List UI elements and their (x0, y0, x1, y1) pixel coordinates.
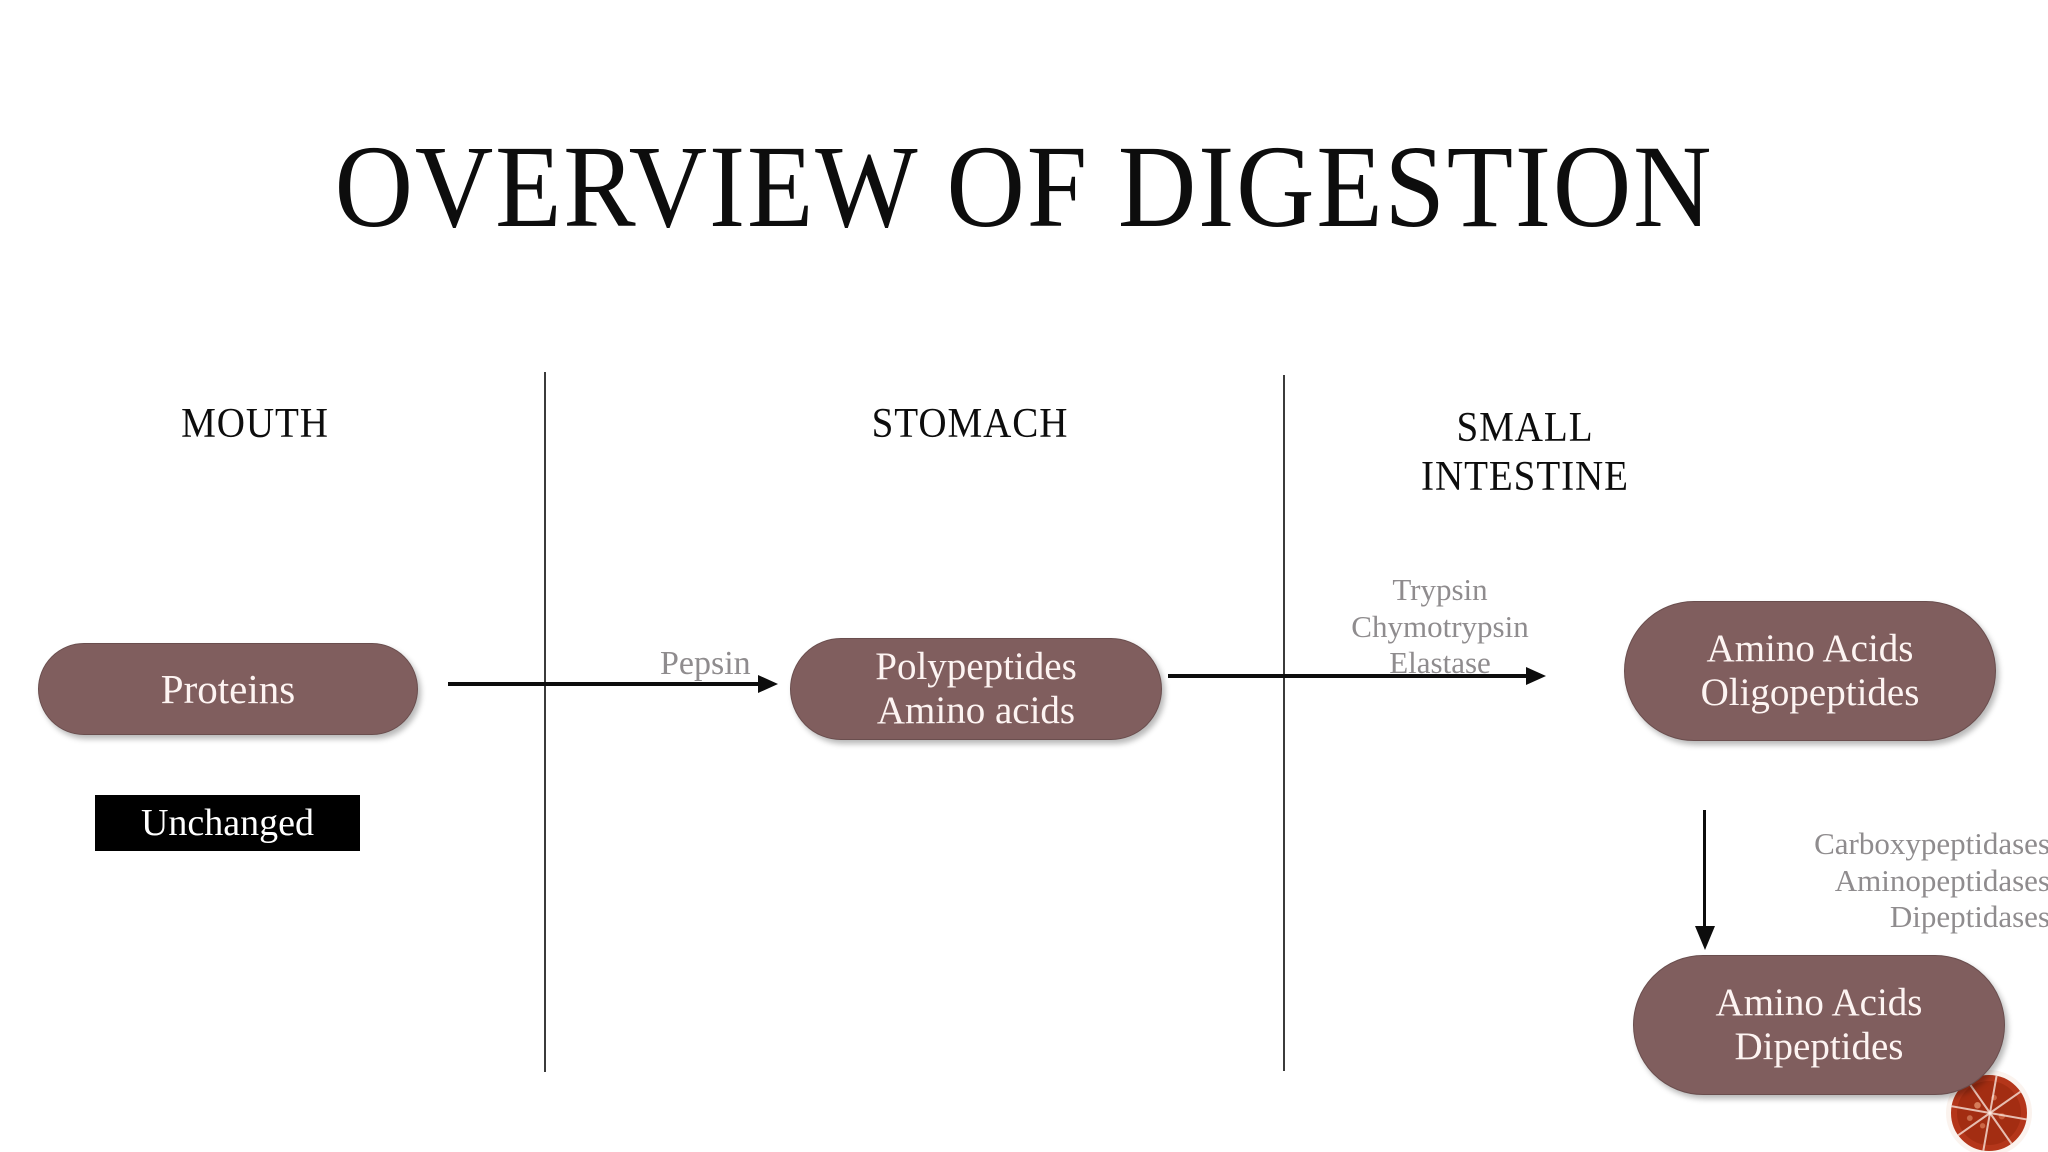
node-amino-acids-dipeptides-line2: Dipeptides (1734, 1025, 1904, 1068)
enzyme-label-dipeptidases: Dipeptidases (1889, 899, 2048, 935)
enzyme-label-brush-border: Carboxypeptidases Aminopeptidases Dipept… (1700, 826, 2048, 936)
column-heading-small-intestine-line2: INTESTINE (1421, 453, 1629, 500)
enzyme-label-pepsin-line1: Pepsin (660, 645, 751, 682)
enzyme-label-aminopeptidases: Aminopeptidases (1834, 862, 2048, 898)
enzyme-label-trypsin: Trypsin (1392, 572, 1488, 607)
enzyme-label-elastase: Elastase (1389, 645, 1491, 681)
node-amino-acids-dipeptides[interactable]: Amino Acids Dipeptides (1633, 955, 2005, 1095)
node-amino-acids-dipeptides-line1: Amino Acids (1715, 980, 1923, 1024)
arrow-amino-oligopeptides-to-amino-dipeptides (1693, 810, 1717, 950)
arrow-head-icon (1695, 926, 1715, 950)
node-amino-acids-oligopeptides[interactable]: Amino Acids Oligopeptides (1624, 601, 1996, 741)
status-badge-unchanged: Unchanged (95, 795, 360, 851)
arrow-polypeptides-to-amino-oligopeptides (1168, 664, 1548, 688)
arrow-shaft (448, 682, 760, 686)
column-heading-stomach-label: STOMACH (871, 401, 1069, 447)
arrow-shaft (1168, 674, 1528, 678)
status-badge-unchanged-label: Unchanged (140, 802, 315, 844)
enzyme-label-pepsin: Pepsin (660, 644, 751, 684)
column-divider-stomach-intestine (1283, 375, 1285, 1071)
node-polypeptides-line1: Polypeptides (875, 644, 1077, 688)
node-amino-acids-oligopeptides-line2: Oligopeptides (1700, 671, 1920, 714)
enzyme-label-pancreatic: Trypsin Chymotrypsin Elastase (1290, 572, 1590, 682)
column-heading-stomach: STOMACH (775, 400, 1166, 449)
column-heading-small-intestine-line1: SMALL (1456, 405, 1594, 451)
node-proteins[interactable]: Proteins (38, 643, 418, 735)
column-heading-mouth-label: MOUTH (181, 401, 329, 447)
node-amino-acids-oligopeptides-line1: Amino Acids (1706, 626, 1914, 670)
page-title: OVERVIEW OF DIGESTION (334, 121, 1714, 252)
node-polypeptides-line2: Amino acids (876, 689, 1076, 732)
arrow-proteins-to-polypeptides (448, 672, 778, 696)
arrow-shaft (1703, 810, 1706, 928)
column-heading-mouth: MOUTH (74, 400, 437, 449)
enzyme-label-carboxypeptidases: Carboxypeptidases (1814, 826, 2048, 861)
column-divider-mouth-stomach (544, 372, 546, 1072)
enzyme-label-chymotrypsin: Chymotrypsin (1351, 608, 1529, 644)
column-heading-small-intestine: SMALL INTESTINE (1344, 404, 1707, 501)
arrow-head-icon (1526, 667, 1546, 685)
arrow-head-icon (758, 675, 778, 693)
node-proteins-label: Proteins (160, 665, 296, 712)
node-polypeptides[interactable]: Polypeptides Amino acids (790, 638, 1162, 740)
